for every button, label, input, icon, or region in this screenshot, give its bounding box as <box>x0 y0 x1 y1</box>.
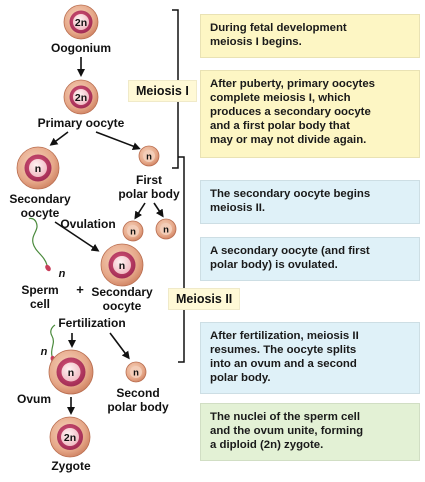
arrow-polar-to-division-a <box>134 202 146 220</box>
first-polar-body-label-line1: First <box>136 173 162 187</box>
sperm-n: n <box>59 268 66 280</box>
arrow-to-second-polar <box>109 332 130 360</box>
cell-zygote: 2n <box>49 416 91 458</box>
ovum-sperm-n: n <box>41 346 48 358</box>
zygote-label: Zygote <box>51 459 91 473</box>
arrow-primary-to-secondary <box>49 131 69 146</box>
oogonium-ploidy: 2n <box>75 17 87 29</box>
primary-oocyte-label: Primary oocyte <box>38 116 125 130</box>
arrow-ovulation <box>54 221 100 252</box>
polar-division-a-ploidy: n <box>130 227 136 238</box>
primary-oocyte-ploidy: 2n <box>75 92 87 104</box>
secondary-oocyte-1-label-line2: oocyte <box>21 206 60 220</box>
first-polar-body-label-line2: polar body <box>118 187 180 201</box>
zygote-ploidy: 2n <box>64 432 76 444</box>
meiosis-1-label: Meiosis I <box>128 80 197 102</box>
ovulation-label: Ovulation <box>60 217 115 231</box>
polar-division-b-ploidy: n <box>163 225 169 236</box>
arrow-polar-to-division-b <box>153 202 164 218</box>
plus-sign: + <box>76 282 84 297</box>
second-polar-body-label-line2: polar body <box>107 400 169 414</box>
secondary-oocyte-1-label-line1: Secondary <box>9 192 71 206</box>
cell-ovum: n <box>48 349 94 395</box>
cell-secondary-oocyte-2: n <box>100 243 144 287</box>
second-polar-body-ploidy: n <box>133 368 139 379</box>
cell-primary-oocyte: 2n <box>63 79 99 115</box>
oogonium-label: Oogonium <box>51 41 111 55</box>
secondary-oocyte-2-label-line1: Secondary <box>91 285 153 299</box>
secondary-oocyte-1-ploidy: n <box>35 163 41 175</box>
cell-oogonium: 2n <box>63 4 99 40</box>
cell-secondary-oocyte-1: n <box>16 146 60 190</box>
first-polar-body-ploidy: n <box>146 152 152 163</box>
sperm-label-line2: cell <box>30 297 50 311</box>
meiosis-2-bracket <box>178 156 190 363</box>
secondary-oocyte-2-ploidy: n <box>119 260 125 272</box>
cell-second-polar-body: n <box>125 361 147 383</box>
secondary-oocyte-2-label-line2: oocyte <box>103 299 142 313</box>
sperm-icon <box>28 217 51 272</box>
second-polar-body-label-line1: Second <box>116 386 159 400</box>
meiosis-2-label: Meiosis II <box>168 288 241 310</box>
flow-arrows <box>49 57 164 415</box>
arrow-primary-to-first-polar <box>95 131 141 150</box>
fertilization-label: Fertilization <box>58 316 125 330</box>
sperm-label-line1: Sperm <box>21 283 58 297</box>
cell-first-polar-body: n <box>138 145 160 167</box>
cell-polar-division-b: n <box>155 218 177 240</box>
cell-polar-division-a: n <box>122 220 144 242</box>
ovum-ploidy: n <box>68 367 74 379</box>
ovum-label: Ovum <box>17 392 51 406</box>
